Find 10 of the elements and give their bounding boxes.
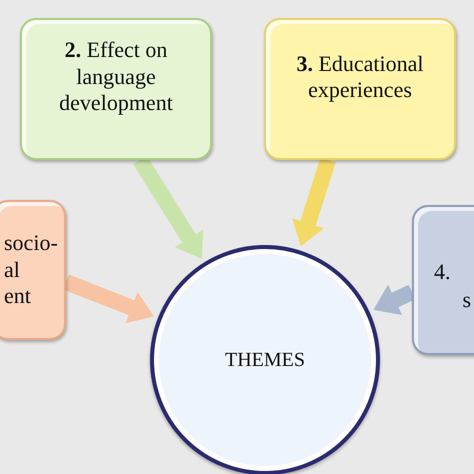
- topic-text: socio- al ent: [4, 230, 59, 310]
- topic-box: [0, 200, 66, 340]
- block-arrow: [292, 158, 336, 246]
- topic-text: 2. Effect on language development: [58, 37, 174, 117]
- topic-text: 4.: [434, 259, 450, 286]
- topic-box: [264, 18, 456, 160]
- topic-box: [20, 18, 212, 160]
- topic-text: THEMES: [225, 348, 305, 372]
- topic-text: 3. Educational experiences: [295, 50, 425, 104]
- topic-text: s: [462, 287, 472, 314]
